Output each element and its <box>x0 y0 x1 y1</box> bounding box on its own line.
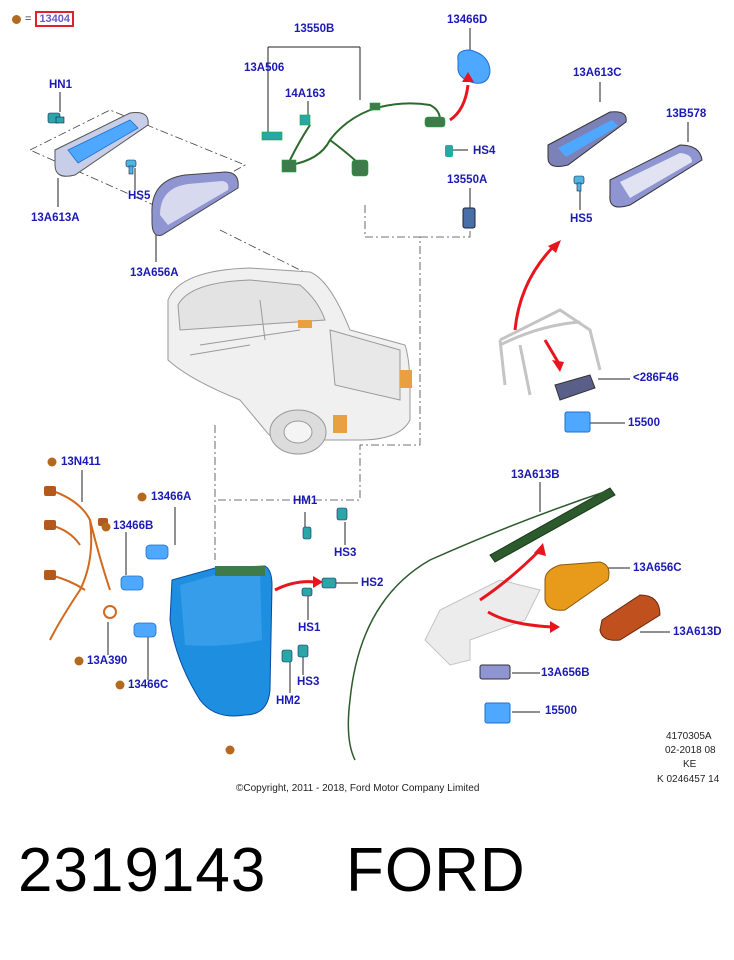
marker-dot-icon <box>12 14 21 24</box>
label-13A613D[interactable]: 13A613D <box>673 626 722 638</box>
cover-13B578 <box>609 144 703 208</box>
label-13466B[interactable]: 13466B <box>113 520 154 532</box>
lamp-286F46 <box>554 374 596 401</box>
legend-equals: = <box>25 13 32 25</box>
label-286F46[interactable]: <286F46 <box>633 372 679 384</box>
brand-name: FORD <box>346 836 526 905</box>
label-15500-top[interactable]: 15500 <box>628 417 660 429</box>
label-13466D[interactable]: 13466D <box>447 14 488 26</box>
stop-lamp-13A613C <box>547 111 627 167</box>
connector-13550A <box>462 207 476 229</box>
label-14A163[interactable]: 14A163 <box>285 88 326 100</box>
sports-bar-lower <box>424 579 541 666</box>
harness-connectors <box>261 102 446 177</box>
label-HM1[interactable]: HM1 <box>293 495 318 507</box>
label-13A656A[interactable]: 13A656A <box>130 267 179 279</box>
label-HN1[interactable]: HN1 <box>49 79 73 91</box>
label-13466A[interactable]: 13466A <box>151 491 192 503</box>
diagram-code: 4170305A <box>666 731 712 742</box>
legend-part[interactable]: 13404 <box>35 11 75 27</box>
screw-HS4 <box>445 145 453 157</box>
diagram-region: KE <box>683 759 697 770</box>
harness-13N411 <box>49 489 111 641</box>
label-13A656B[interactable]: 13A656B <box>541 667 590 679</box>
wire-lower <box>347 489 611 761</box>
connector-HN1 <box>47 112 65 124</box>
bulb-13466D <box>457 49 491 84</box>
label-13A506[interactable]: 13A506 <box>244 62 285 74</box>
label-13B578[interactable]: 13B578 <box>666 108 707 120</box>
copyright: ©Copyright, 2011 - 2018, Ford Motor Comp… <box>236 783 480 794</box>
leader-lines <box>57 28 689 713</box>
label-HS1[interactable]: HS1 <box>298 622 321 634</box>
label-HS3-lower[interactable]: HS3 <box>297 676 320 688</box>
legend: = 13404 <box>12 11 75 27</box>
cover-13A656A <box>151 171 239 236</box>
lamp-13A613D <box>599 594 661 641</box>
cover-13A656C <box>544 561 610 611</box>
label-13A390[interactable]: 13A390 <box>87 655 128 667</box>
label-13N411[interactable]: 13N411 <box>61 456 101 468</box>
label-15500-bottom[interactable]: 15500 <box>545 705 577 717</box>
label-HS5-right[interactable]: HS5 <box>570 213 593 225</box>
harness-13550B <box>289 102 441 166</box>
bracket-15500b <box>484 702 511 724</box>
red-arrows <box>274 84 560 629</box>
label-HS3-upper[interactable]: HS3 <box>334 547 357 559</box>
tail-lamp-housing <box>169 565 273 717</box>
label-13A613C[interactable]: 13A613C <box>573 67 622 79</box>
marker-dots <box>47 457 235 755</box>
label-HM2[interactable]: HM2 <box>276 695 301 707</box>
label-13550A[interactable]: 13550A <box>447 174 488 186</box>
label-13A656C[interactable]: 13A656C <box>633 562 682 574</box>
sports-bar <box>498 308 602 396</box>
grommet-13A390 <box>103 605 117 619</box>
label-HS2[interactable]: HS2 <box>361 577 384 589</box>
fasteners <box>281 507 348 663</box>
screw-HS5b <box>573 175 585 192</box>
label-13A613A[interactable]: 13A613A <box>31 212 80 224</box>
harness-13N411-connectors <box>44 486 108 580</box>
screw-HS5a <box>125 159 137 175</box>
diagram-date: 02-2018 08 <box>665 745 716 756</box>
part-number: 2319143 <box>18 836 267 905</box>
truck-highlights <box>298 320 412 433</box>
stop-lamp-13A613B <box>489 487 616 563</box>
pickup-truck <box>167 267 411 455</box>
diagram-ref: K 0246457 14 <box>657 774 720 785</box>
label-13550B[interactable]: 13550B <box>294 23 335 35</box>
label-13466C[interactable]: 13466C <box>128 679 169 691</box>
bracket-13A656B <box>479 664 511 680</box>
bulbs-13466 <box>120 544 169 638</box>
label-HS5-left[interactable]: HS5 <box>128 190 151 202</box>
red-arrowheads <box>313 72 564 633</box>
bracket-15500a <box>564 411 591 433</box>
label-HS4[interactable]: HS4 <box>473 145 496 157</box>
label-13A613B[interactable]: 13A613B <box>511 469 560 481</box>
stop-lamp-13A613A <box>54 112 149 177</box>
